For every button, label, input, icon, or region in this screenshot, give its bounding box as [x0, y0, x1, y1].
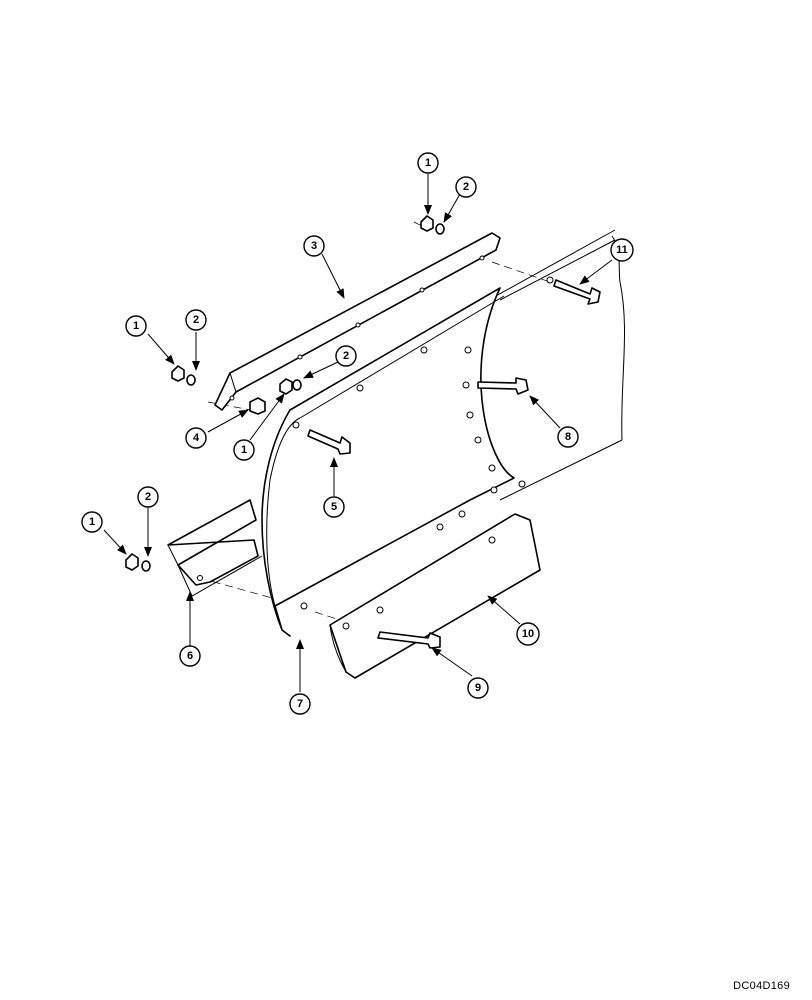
callout-2-low: 2 [137, 486, 159, 508]
svg-text:11: 11 [616, 244, 628, 256]
svg-text:5: 5 [331, 501, 337, 513]
svg-text:2: 2 [463, 181, 469, 193]
svg-text:2: 2 [193, 314, 199, 326]
callout-8: 8 [557, 426, 579, 448]
svg-text:1: 1 [89, 516, 95, 528]
svg-text:9: 9 [475, 682, 481, 694]
svg-text:4: 4 [193, 432, 200, 444]
lower-left-angle [167, 499, 263, 597]
callout-1-mid: 1 [233, 439, 255, 461]
hardware [125, 215, 445, 572]
svg-text:10: 10 [522, 628, 534, 640]
callout-2-left: 2 [185, 309, 207, 331]
callout-5: 5 [323, 496, 345, 518]
svg-text:1: 1 [133, 320, 139, 332]
callout-3: 3 [303, 235, 325, 257]
callout-2-top: 2 [455, 176, 477, 198]
svg-text:3: 3 [311, 240, 317, 252]
callout-7: 7 [289, 693, 311, 715]
callout-4: 4 [185, 427, 207, 449]
callout-2-mid: 2 [335, 345, 357, 367]
svg-text:2: 2 [145, 491, 151, 503]
leader-lines [103, 174, 613, 692]
bolts [307, 279, 601, 649]
svg-text:8: 8 [565, 431, 571, 443]
svg-text:1: 1 [425, 157, 431, 169]
top-angle-strip [214, 232, 501, 411]
svg-text:2: 2 [343, 350, 349, 362]
callout-11: 11 [610, 238, 634, 262]
callout-10: 10 [516, 622, 540, 646]
callout-1-top: 1 [417, 152, 439, 174]
svg-text:1: 1 [241, 444, 247, 456]
svg-text:7: 7 [297, 698, 303, 710]
svg-text:6: 6 [187, 650, 193, 662]
end-plate [261, 276, 554, 637]
drawing-code: DC04D169 [733, 980, 790, 992]
callout-9: 9 [467, 677, 489, 699]
callout-6: 6 [179, 645, 201, 667]
callout-1-low: 1 [81, 511, 103, 533]
callout-1-left: 1 [125, 315, 147, 337]
